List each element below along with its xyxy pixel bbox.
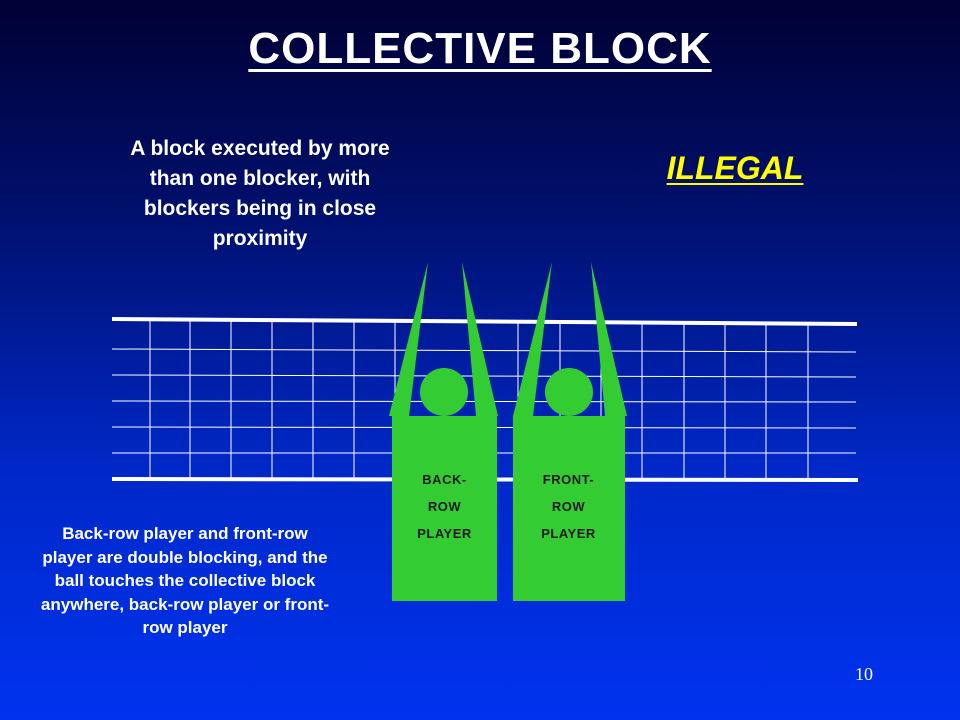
front-row-label-line1: FRONT- [542,472,595,487]
slide-title: COLLECTIVE BLOCK [248,24,712,73]
page-number: 10 [855,664,873,684]
back-row-head [420,368,468,416]
back-row-player-figure [389,262,498,601]
illegal-label: ILLEGAL [666,150,804,186]
front-row-head [545,368,593,416]
front-row-player-label: FRONT- ROW PLAYER [516,466,621,547]
front-row-body [513,416,625,601]
back-row-left-arm [389,262,428,416]
back-row-label-line1: BACK- [422,472,467,487]
front-row-label-line3: PLAYER [541,526,596,541]
front-row-player-figure [513,262,627,601]
back-row-label-line3: PLAYER [417,526,472,541]
back-row-player-label: BACK- ROW PLAYER [392,466,497,547]
front-row-right-arm [591,262,627,416]
back-row-body [392,416,497,601]
back-row-right-arm [462,262,498,416]
description-text: Back-row player and front-row player are… [40,524,330,637]
back-row-label-line2: ROW [427,499,462,514]
front-row-label-line2: ROW [551,499,586,514]
net-top-band [111,317,858,326]
front-row-left-arm [513,262,552,416]
definition-text: A block executed by more than one blocke… [130,137,390,250]
